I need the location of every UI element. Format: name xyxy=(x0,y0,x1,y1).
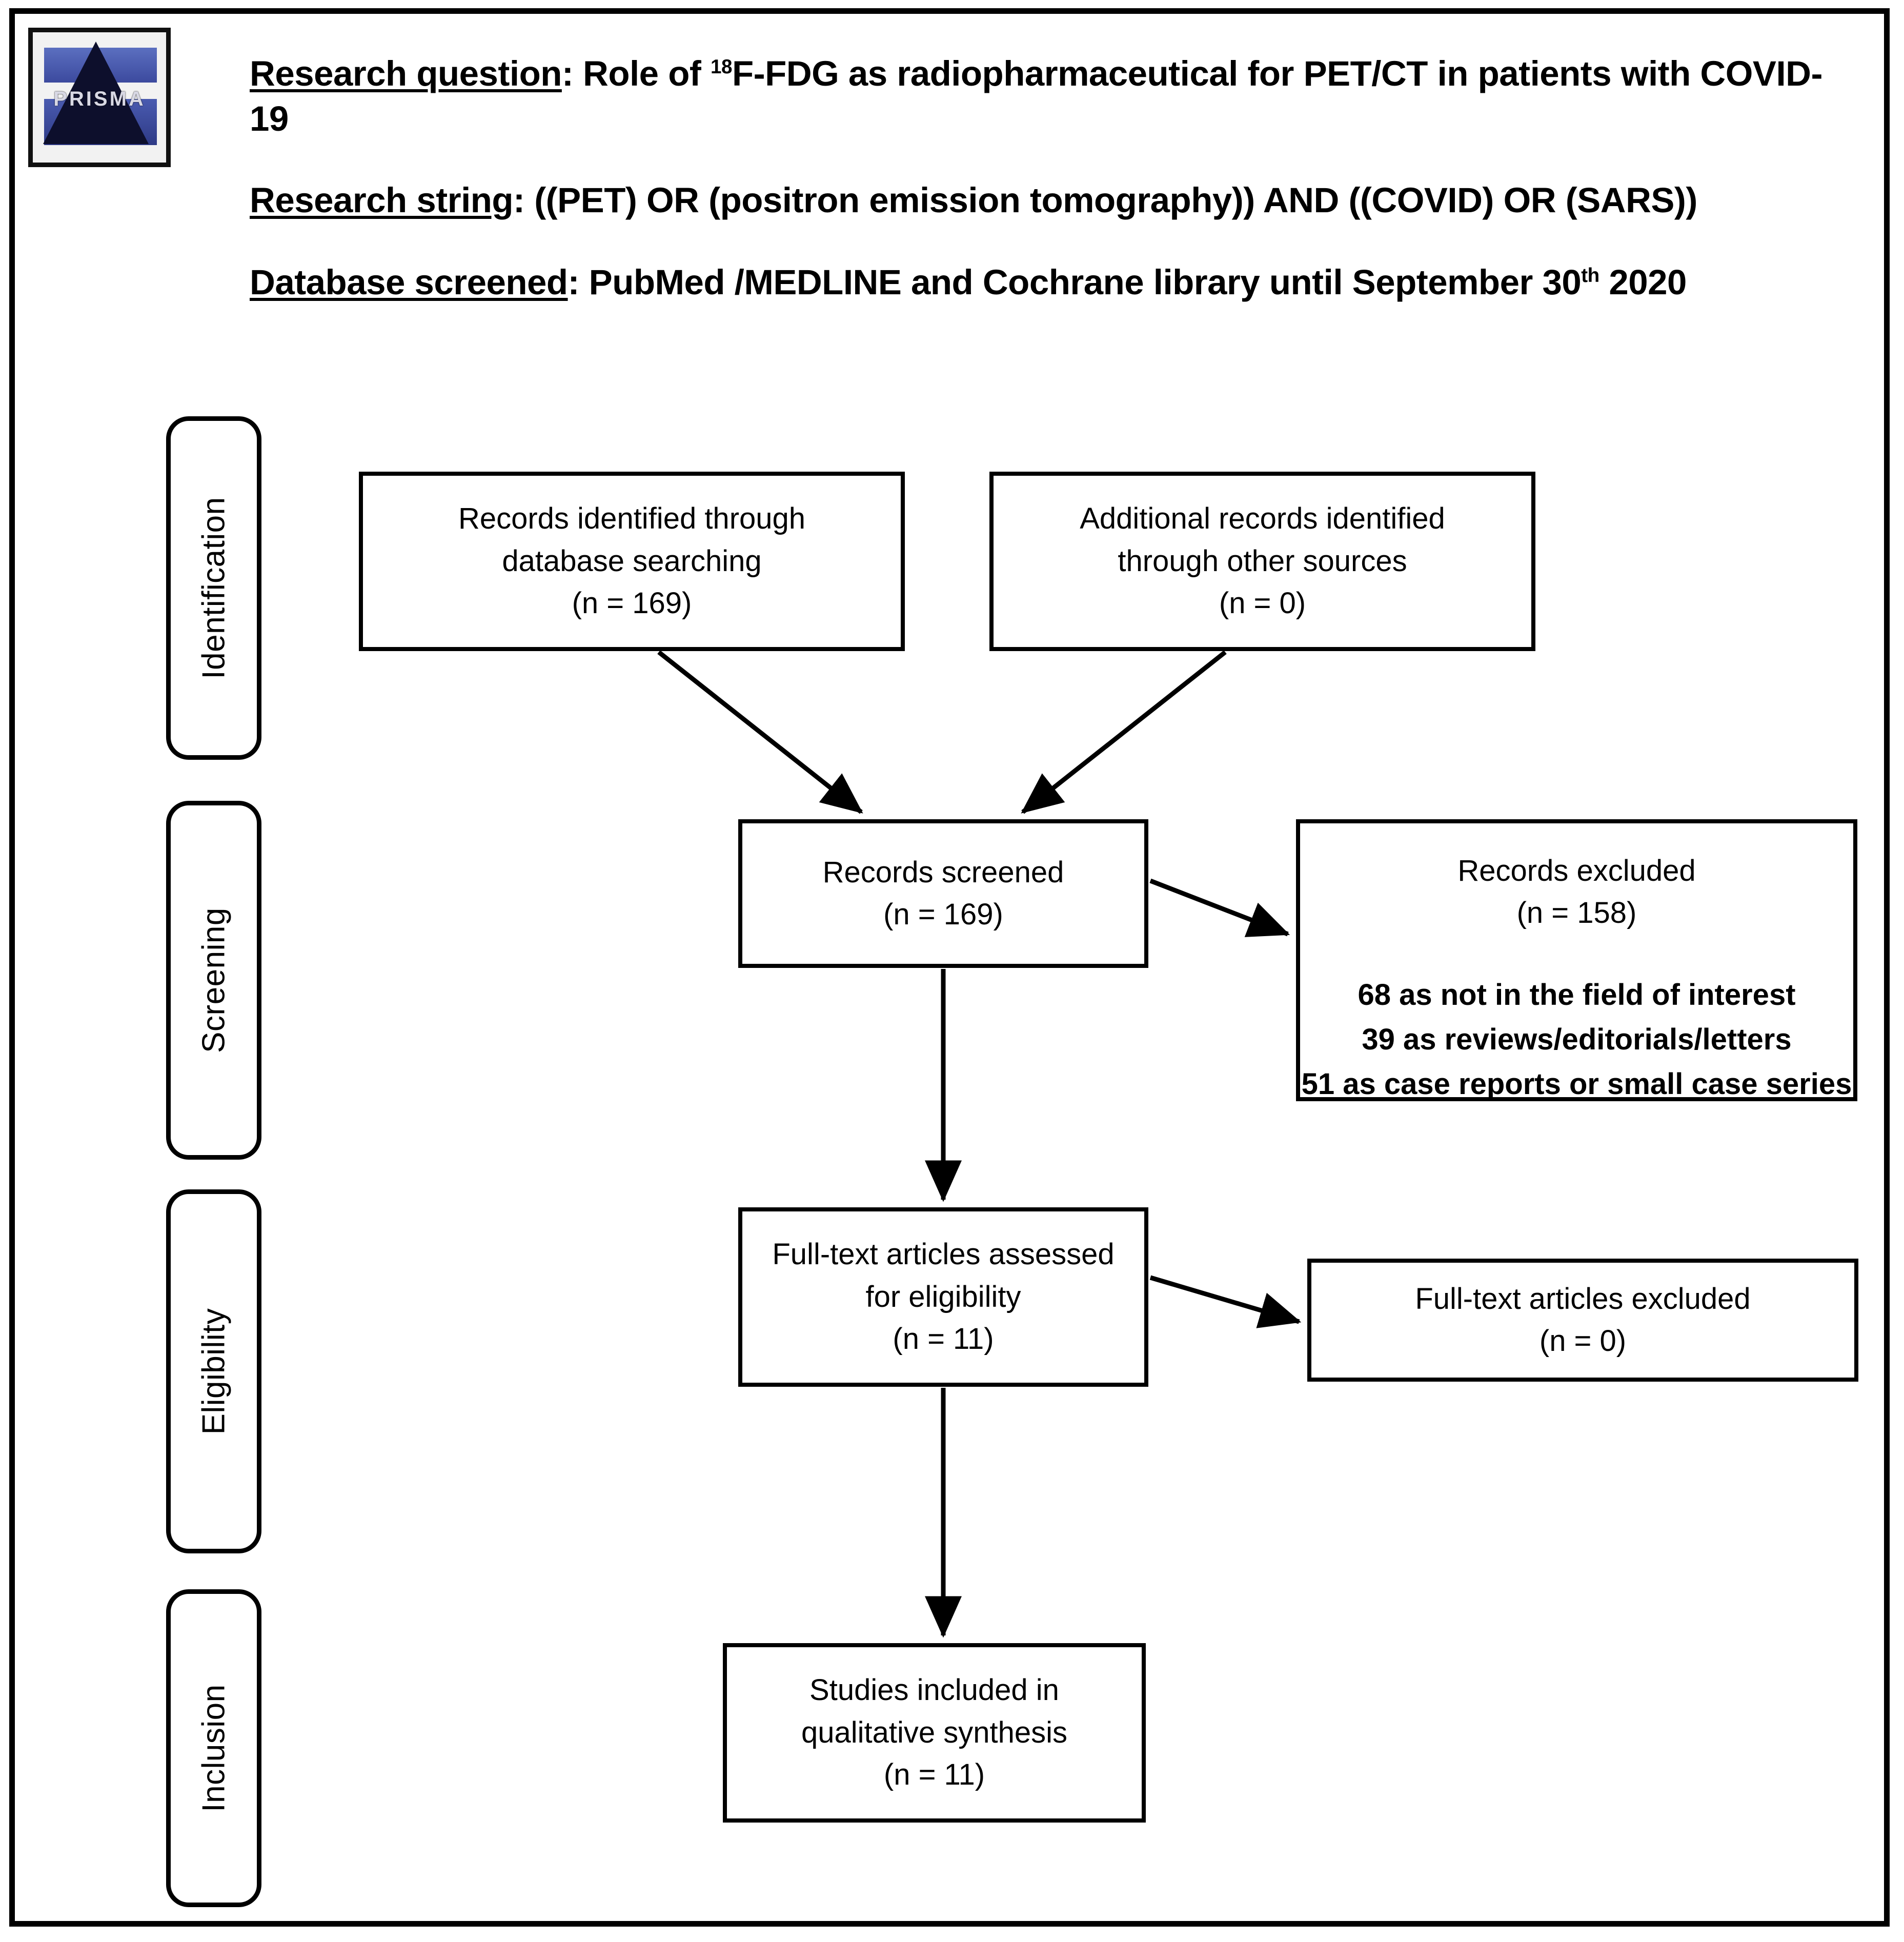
box-line-2: through other sources xyxy=(1118,544,1407,578)
database-screened-text-2: 2020 xyxy=(1599,262,1687,302)
box-line-2: for eligibility xyxy=(865,1280,1021,1313)
database-screened-text: : PubMed /MEDLINE and Cochrane library u… xyxy=(568,262,1582,302)
stage-label-identification: Identification xyxy=(196,497,232,679)
database-screened-line: Database screened: PubMed /MEDLINE and C… xyxy=(250,260,1854,305)
box-count: (n = 158) xyxy=(1516,896,1637,930)
research-string-label: Research string xyxy=(250,180,514,220)
box-additional-records-other-sources: Additional records identified through ot… xyxy=(989,472,1535,651)
box-records-screened: Records screened (n = 169) xyxy=(738,819,1148,968)
box-studies-included: Studies included in qualitative synthesi… xyxy=(723,1643,1146,1823)
exclusion-reason-3: 51 as case reports or small case series xyxy=(1301,1067,1852,1101)
stage-bar-inclusion: Inclusion xyxy=(166,1589,261,1907)
box-records-identified-database: Records identified through database sear… xyxy=(359,472,905,651)
box-line-1: Studies included in xyxy=(809,1673,1059,1707)
research-question-text-2: F-FDG as radiopharmaceutical for PET/CT … xyxy=(250,54,1822,139)
fdg-isotope-superscript: 18 xyxy=(711,56,732,78)
box-line-2: qualitative synthesis xyxy=(801,1715,1068,1749)
research-string-text: : ((PET) OR (positron emission tomograph… xyxy=(513,180,1697,220)
box-count: (n = 0) xyxy=(1219,586,1306,620)
box-count: (n = 11) xyxy=(893,1322,994,1356)
header-block: Research question: Role of 18F-FDG as ra… xyxy=(250,51,1854,305)
box-line-1: Records identified through xyxy=(458,502,806,536)
research-question-label: Research question xyxy=(250,54,562,93)
excluded-heading: Records excluded (n = 158) xyxy=(1457,850,1695,935)
stage-bar-identification: Identification xyxy=(166,416,261,760)
box-count: (n = 169) xyxy=(572,586,692,620)
box-count: (n = 169) xyxy=(883,898,1003,931)
research-question-line: Research question: Role of 18F-FDG as ra… xyxy=(250,51,1854,142)
logo-wordmark: PRISMA xyxy=(53,88,146,110)
research-string-line: Research string: ((PET) OR (positron emi… xyxy=(250,178,1854,223)
stage-bar-eligibility: Eligibility xyxy=(166,1189,261,1553)
box-line-1: Full-text articles excluded xyxy=(1415,1282,1751,1316)
database-screened-label: Database screened xyxy=(250,262,568,302)
exclusion-reason-1: 68 as not in the field of interest xyxy=(1358,978,1796,1012)
box-line-1: Full-text articles assessed xyxy=(772,1238,1115,1271)
box-line-1: Records screened xyxy=(822,855,1064,889)
box-records-excluded: Records excluded (n = 158) 68 as not in … xyxy=(1296,819,1857,1101)
ordinal-superscript: th xyxy=(1581,264,1599,287)
prisma-logo-icon: PRISMA xyxy=(28,28,171,167)
box-line-1: Additional records identified xyxy=(1080,502,1445,536)
exclusion-reasons-list: 68 as not in the field of interest 39 as… xyxy=(1302,973,1852,1106)
stage-bar-screening: Screening xyxy=(166,801,261,1160)
stage-label-inclusion: Inclusion xyxy=(196,1684,232,1812)
box-count: (n = 0) xyxy=(1539,1324,1627,1358)
box-fulltext-assessed: Full-text articles assessed for eligibil… xyxy=(738,1207,1148,1387)
research-question-text: : Role of xyxy=(561,54,711,93)
exclusion-reason-2: 39 as reviews/editorials/letters xyxy=(1362,1022,1792,1056)
stage-label-eligibility: Eligibility xyxy=(196,1308,232,1435)
box-fulltext-excluded: Full-text articles excluded (n = 0) xyxy=(1307,1259,1858,1382)
box-line-2: database searching xyxy=(502,544,762,578)
stage-label-screening: Screening xyxy=(196,907,232,1053)
box-count: (n = 11) xyxy=(883,1758,985,1792)
logo-pyramid-shape xyxy=(43,42,149,144)
box-line-1: Records excluded xyxy=(1457,854,1696,887)
